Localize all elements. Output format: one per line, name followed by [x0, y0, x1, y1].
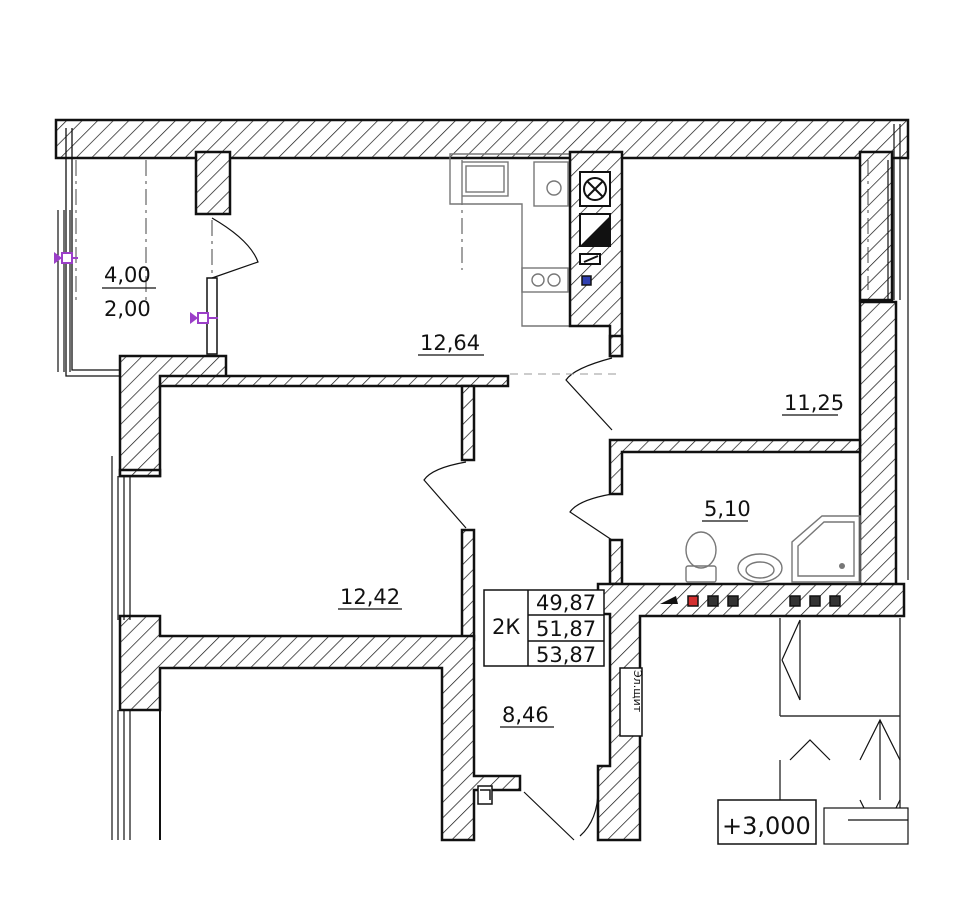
elevation-value: +3,000	[722, 812, 811, 840]
bathroom-door-swing	[569, 493, 613, 541]
apartment-area-2: 51,87	[536, 617, 596, 641]
socket-red	[687, 595, 699, 607]
elevation-mark: +3,000	[717, 799, 909, 845]
bathroom-area: 5,10	[704, 497, 751, 521]
balcony-partition-wall	[194, 150, 232, 216]
kitchen-bedroom-door-swing	[565, 357, 613, 431]
living-bottom-wall	[118, 614, 522, 842]
balcony-window	[57, 210, 71, 372]
right-exterior-wall-upper	[858, 150, 894, 302]
kitchen-bedroom-wall	[608, 334, 624, 358]
apartment-type: 2К	[492, 615, 520, 639]
entrance-niche	[477, 785, 493, 805]
kitchen-living-wall	[158, 374, 510, 388]
left-exterior-wall	[118, 468, 162, 478]
balcony-area-reduced: 2,00	[104, 297, 151, 321]
socket-blue	[581, 275, 592, 286]
hallway-left-wall	[460, 384, 476, 462]
hallway-left-wall-lower	[460, 528, 476, 642]
sockets-row	[660, 595, 841, 607]
bathroom-left-wall	[608, 538, 624, 586]
electrical-cabinet: Эл.щит	[619, 667, 644, 737]
vent-shaft-equipment	[579, 171, 611, 286]
balcony-door-swing	[211, 217, 259, 279]
shower-tray-icon	[791, 515, 861, 583]
top-exterior-wall	[54, 118, 910, 160]
living-room-area: 12,42	[340, 585, 400, 609]
balcony-top-frame	[65, 128, 120, 377]
vent-marker-icon	[190, 312, 218, 324]
bathroom-bottom-wall	[596, 582, 906, 842]
cabinet-label: Эл.щит	[631, 670, 644, 713]
entrance-door-swing	[523, 789, 599, 841]
balcony-area-total: 4,00	[104, 263, 151, 287]
apartment-area-1: 49,87	[536, 591, 596, 615]
living-room-window	[111, 456, 131, 840]
apartment-area-3: 53,87	[536, 643, 596, 667]
bedroom-right-area: 11,25	[784, 391, 844, 415]
apartment-info-box: 2К 49,87 51,87 53,87	[483, 589, 605, 667]
kitchen-counter	[449, 153, 571, 327]
washbasin-icon	[737, 553, 783, 583]
left-wall-upper	[118, 354, 228, 478]
hallway-area: 8,46	[502, 703, 549, 727]
bedroom-bath-wall	[608, 438, 862, 496]
toilet-icon	[685, 531, 717, 583]
living-room-door-swing	[423, 461, 467, 529]
bedroom-window	[887, 124, 909, 580]
right-exterior-wall-lower	[858, 300, 898, 592]
kitchen-area: 12,64	[420, 331, 480, 355]
vent-marker-icon	[54, 252, 78, 264]
